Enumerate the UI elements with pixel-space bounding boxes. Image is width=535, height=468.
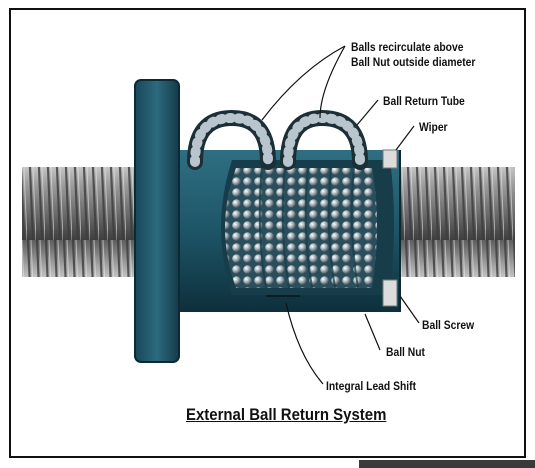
ball-screw-right — [385, 167, 515, 277]
nut-flange — [135, 80, 179, 362]
diagram-caption: External Ball Return System — [186, 405, 387, 424]
wiper-top — [382, 149, 398, 169]
label-ball-screw: Ball Screw — [422, 318, 475, 332]
ball-track-helix — [258, 167, 359, 289]
wiper-bottom — [382, 279, 398, 307]
label-ball-return-tube: Ball Return Tube — [383, 94, 465, 108]
ball-return-tube-left — [187, 109, 276, 170]
leader-lines — [261, 45, 420, 385]
label-recirculate-line1: Balls recirculate above — [351, 40, 464, 54]
recirculating-balls — [225, 168, 377, 288]
corner-bar — [359, 460, 535, 468]
label-integral-lead-shift: Integral Lead Shift — [326, 379, 417, 393]
label-recirculate-line2: Ball Nut outside diameter — [351, 55, 476, 69]
label-ball-nut: Ball Nut — [386, 345, 425, 359]
ball-screw-left — [22, 167, 137, 277]
label-wiper: Wiper — [419, 120, 448, 134]
ball-return-tube-right — [280, 109, 368, 170]
